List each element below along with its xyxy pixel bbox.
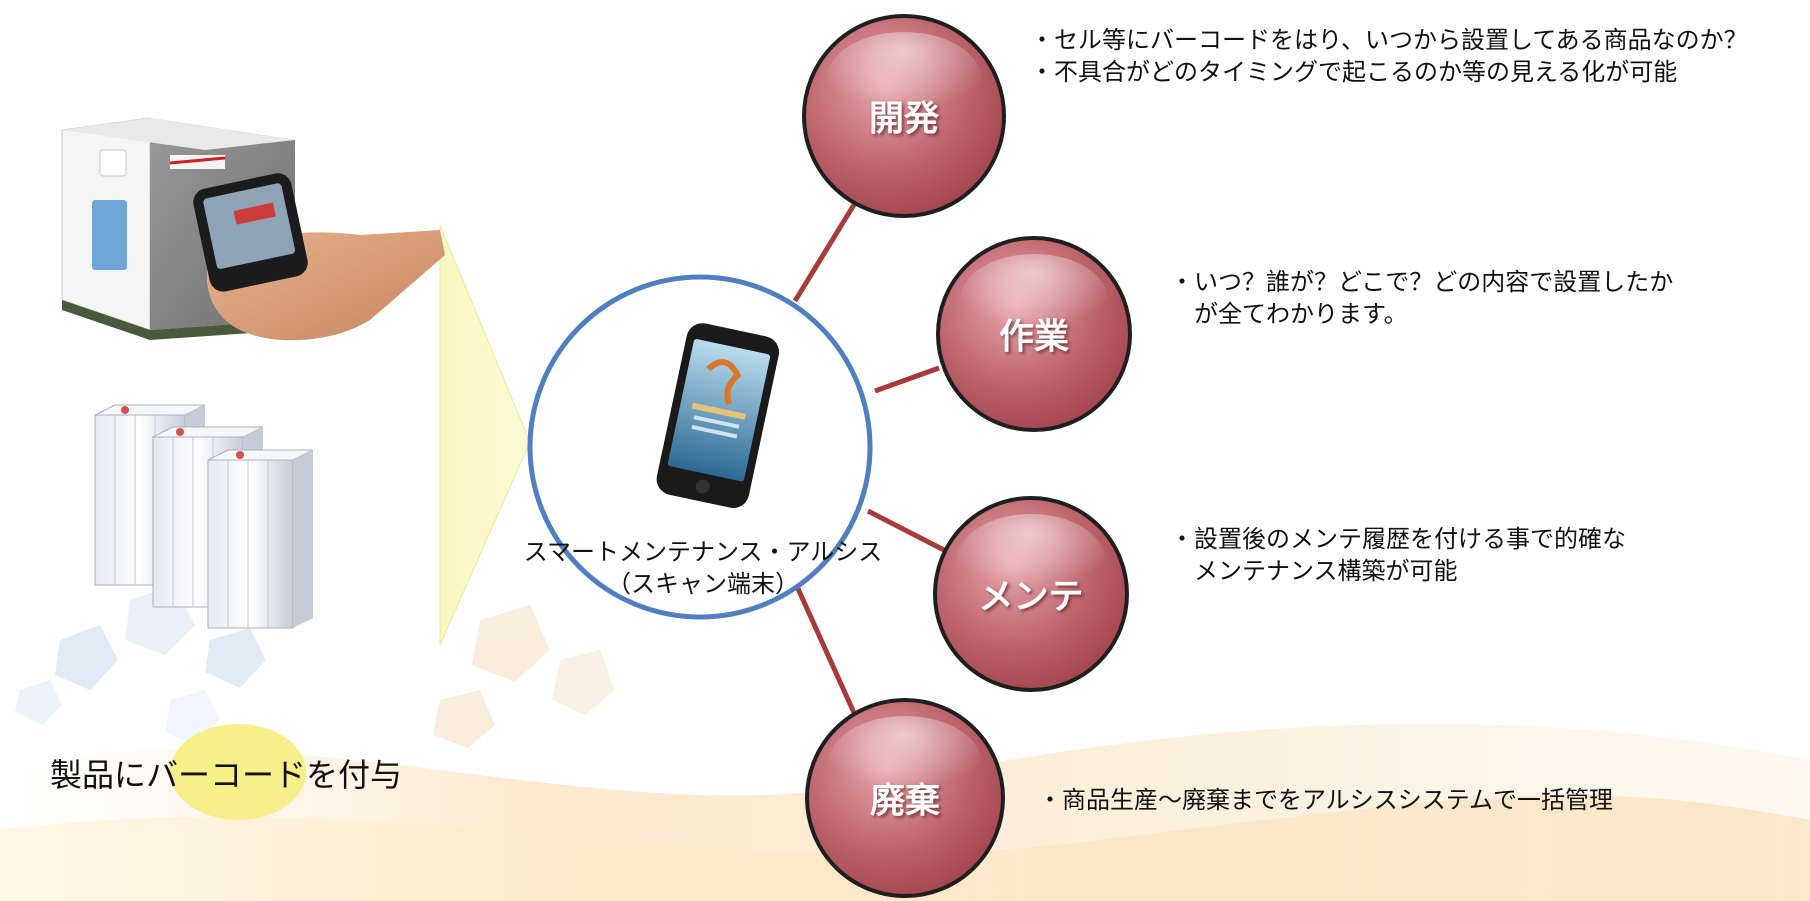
smartphone-icon	[656, 323, 780, 508]
center-subtitle: （スキャン端末）	[607, 570, 799, 598]
description-line: ・セル等にバーコードをはり、いつから設置してある商品なのか？	[1030, 26, 1748, 54]
description-line: ・いつ？誰が？どこで？どの内容で設置したか	[1170, 268, 1674, 296]
center-title: スマートメンテナンス・アルシス	[523, 538, 883, 566]
stage-description-disposal: ・商品生産～廃棄までをアルシスシステムで一括管理	[1038, 784, 1613, 816]
center-caption: スマートメンテナンス・アルシス （スキャン端末）	[513, 536, 893, 600]
stage-label-disposal: 廃棄	[869, 781, 941, 822]
caption-after: を付与	[306, 756, 403, 794]
stage-node-廃棄[interactable]	[805, 698, 1005, 898]
caption-before: 製品に	[50, 756, 147, 794]
stage-node-メンテ[interactable]	[933, 496, 1129, 692]
stage-description-development: ・セル等にバーコードをはり、いつから設置してある商品なのか？ ・不具合がどのタイ…	[1030, 24, 1748, 88]
stage-label-maintenance: メンテ	[978, 577, 1084, 618]
stage-label-work: 作業	[998, 317, 1070, 358]
pentagon-decoration	[15, 585, 615, 748]
stage-node-作業[interactable]	[936, 236, 1132, 432]
stage-description-work: ・いつ？誰が？どこで？どの内容で設置したか が全てわかります。	[1170, 266, 1673, 330]
barcode-caption: 製品にバーコードを付与	[50, 750, 402, 796]
description-line: メンテナンス構築が可能	[1170, 557, 1458, 585]
description-line: ・商品生産～廃棄までをアルシスシステムで一括管理	[1038, 786, 1614, 814]
stage-description-maintenance: ・設置後のメンテ履歴を付ける事で的確な メンテナンス構築が可能	[1170, 523, 1626, 587]
description-line: ・不具合がどのタイミングで起こるのか等の見える化が可能	[1030, 58, 1678, 86]
connector-lines	[792, 201, 946, 717]
stage-label-development: 開発	[868, 99, 940, 140]
hand-with-phone-image	[193, 173, 445, 341]
description-line: ・設置後のメンテ履歴を付ける事で的確な	[1170, 525, 1626, 553]
description-line: が全てわかります。	[1170, 300, 1408, 328]
flow-arrow	[439, 224, 531, 646]
stage-node-開発[interactable]	[802, 14, 1006, 218]
caption-highlight: バーコード	[146, 756, 307, 794]
barcode-highlight	[170, 724, 306, 820]
battery-cells-image	[94, 404, 314, 629]
